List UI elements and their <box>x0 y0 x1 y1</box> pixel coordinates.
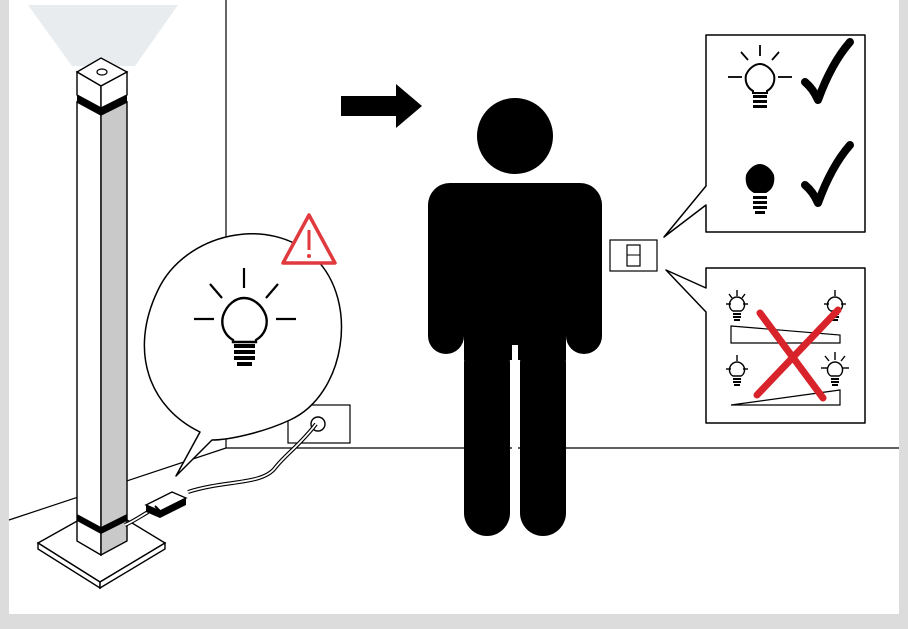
cross-icon <box>753 306 842 402</box>
floor-lamp-icon <box>28 5 178 590</box>
person-icon <box>428 98 602 536</box>
bulb-on-icon <box>726 290 748 321</box>
power-cord <box>124 422 318 527</box>
right-arrow-icon <box>341 84 422 128</box>
inline-cord-switch-icon <box>144 491 188 518</box>
bulb-off-icon <box>745 164 775 214</box>
warning-triangle-icon <box>281 213 337 265</box>
wall-switch-icon <box>609 239 658 272</box>
light-bulb-icon <box>194 268 296 366</box>
checkmark-icon <box>801 141 854 207</box>
bulb-on-icon <box>726 355 748 386</box>
panel-on-off <box>663 34 866 238</box>
dimmer-ramp-icon <box>730 325 841 406</box>
bulb-on-icon <box>821 352 849 386</box>
bulb-on-icon <box>728 45 792 108</box>
checkmark-icon <box>801 38 854 104</box>
